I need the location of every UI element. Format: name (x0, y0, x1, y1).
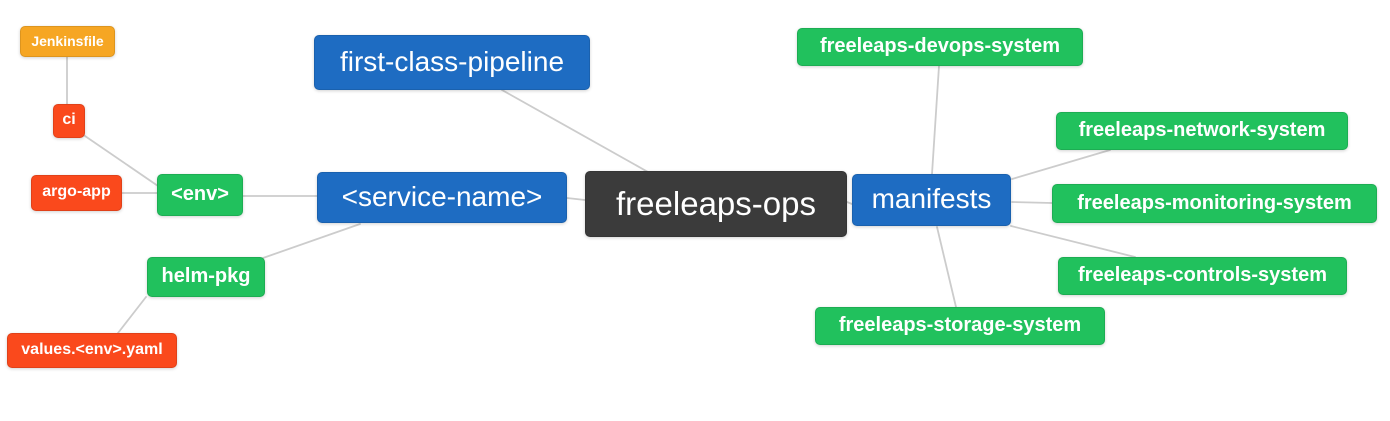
node-freeleaps-devops-system[interactable]: freeleaps-devops-system (797, 28, 1083, 66)
edge-manifests-to-freeleaps-devops-system (931, 65, 940, 175)
node-helm-pkg[interactable]: helm-pkg (147, 257, 265, 297)
node-label: freeleaps-devops-system (819, 35, 1061, 57)
node-manifests[interactable]: manifests (852, 174, 1011, 226)
node-label: values.<env>.yaml (21, 340, 163, 358)
node-label: manifests (871, 183, 992, 214)
node-freeleaps-controls-system[interactable]: freeleaps-controls-system (1058, 257, 1347, 295)
node-freeleaps-monitoring-system[interactable]: freeleaps-monitoring-system (1052, 184, 1377, 223)
edge-service-name-to-helm-pkg (262, 223, 361, 259)
node-freeleaps-ops[interactable]: freeleaps-ops (585, 171, 847, 237)
node-jenkinsfile[interactable]: Jenkinsfile (20, 26, 115, 57)
node-label: freeleaps-controls-system (1078, 264, 1327, 286)
edge-manifests-to-freeleaps-network-system (1011, 149, 1111, 180)
node-label: helm-pkg (161, 265, 251, 287)
node-label: freeleaps-storage-system (838, 314, 1082, 336)
node-env[interactable]: <env> (157, 174, 243, 216)
edge-manifests-to-freeleaps-controls-system (1010, 225, 1136, 258)
node-label: first-class-pipeline (339, 45, 565, 77)
node-argo-app[interactable]: argo-app (31, 175, 122, 211)
edge-manifests-to-freeleaps-storage-system (936, 226, 957, 308)
node-label: argo-app (42, 183, 111, 200)
node-label: ci (62, 111, 76, 128)
edge-manifests-to-freeleaps-monitoring-system (1011, 201, 1053, 204)
node-label: freeleaps-ops (616, 184, 816, 222)
node-service-name[interactable]: <service-name> (317, 172, 567, 223)
node-label: freeleaps-monitoring-system (1077, 191, 1352, 214)
node-ci[interactable]: ci (53, 104, 85, 138)
node-label: freeleaps-network-system (1078, 119, 1326, 141)
node-first-class-pipeline[interactable]: first-class-pipeline (314, 35, 590, 90)
edge-service-name-to-freeleaps-ops (566, 197, 586, 201)
edge-helm-pkg-to-values-env-yaml (117, 296, 147, 334)
node-freeleaps-network-system[interactable]: freeleaps-network-system (1056, 112, 1348, 150)
node-label: Jenkinsfile (31, 32, 104, 49)
node-label: <env> (171, 183, 229, 205)
edge-first-class-pipeline-to-freeleaps-ops (501, 89, 649, 173)
node-freeleaps-storage-system[interactable]: freeleaps-storage-system (815, 307, 1105, 345)
node-values-env-yaml[interactable]: values.<env>.yaml (7, 333, 177, 368)
node-label: <service-name> (341, 180, 543, 212)
